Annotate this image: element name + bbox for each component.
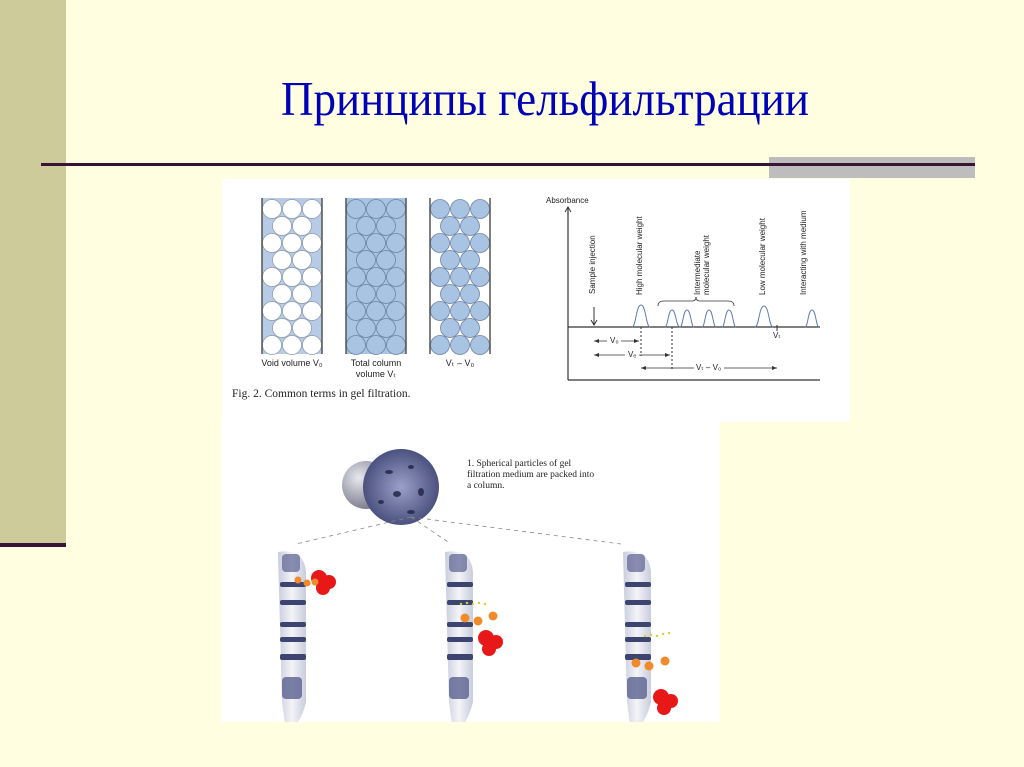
vt-marker: Vₜ [773, 331, 781, 340]
accent-block [769, 157, 975, 178]
peak-label-high: High molecular weight [635, 216, 644, 295]
figure-caption: Fig. 2. Common terms in gel filtration. [232, 388, 411, 400]
arrow-label-vo: V₀ [610, 336, 619, 345]
peak-label-intermediate-2: molecular weight [702, 234, 711, 295]
label-text: Vₜ – V₀ [445, 358, 475, 368]
peak-label-low: Low molecular weight [758, 218, 767, 295]
particle-illustration [278, 449, 678, 722]
gel-filtration-terms-figure: Void volume V₀ Total column volume Vₜ Vₜ… [222, 179, 850, 422]
arrow-label-vt-vo: Vₜ – V₀ [696, 363, 722, 372]
column-diagrams [261, 198, 820, 381]
sidebar-decoration [0, 0, 66, 545]
peak-label-intermediate-1: Intermediate [693, 250, 702, 295]
arrow-label-ve: Vₑ [628, 350, 637, 359]
label-text: Void volume V₀ [261, 358, 323, 368]
slide-title: Принципы гельфильтрации [280, 71, 810, 126]
sidebar-underline [0, 543, 66, 547]
step-description: 1. Spherical particles of gel filtration… [467, 459, 595, 491]
title-rule [41, 163, 975, 166]
column-label-void: Void volume V₀ [256, 358, 328, 369]
column-label-difference: Vₜ – V₀ [424, 358, 496, 369]
y-axis-label: Absorbance [546, 196, 589, 205]
column-label-total: Total column volume Vₜ [336, 358, 416, 380]
label-text: Total column [350, 358, 402, 368]
gel-particle-figure: 1. Spherical particles of gel filtration… [221, 422, 719, 722]
peak-label-injection: Sample injection [588, 235, 597, 294]
label-text: volume Vₜ [355, 369, 397, 379]
peak-label-interacting: Interacting with medium [799, 210, 808, 295]
